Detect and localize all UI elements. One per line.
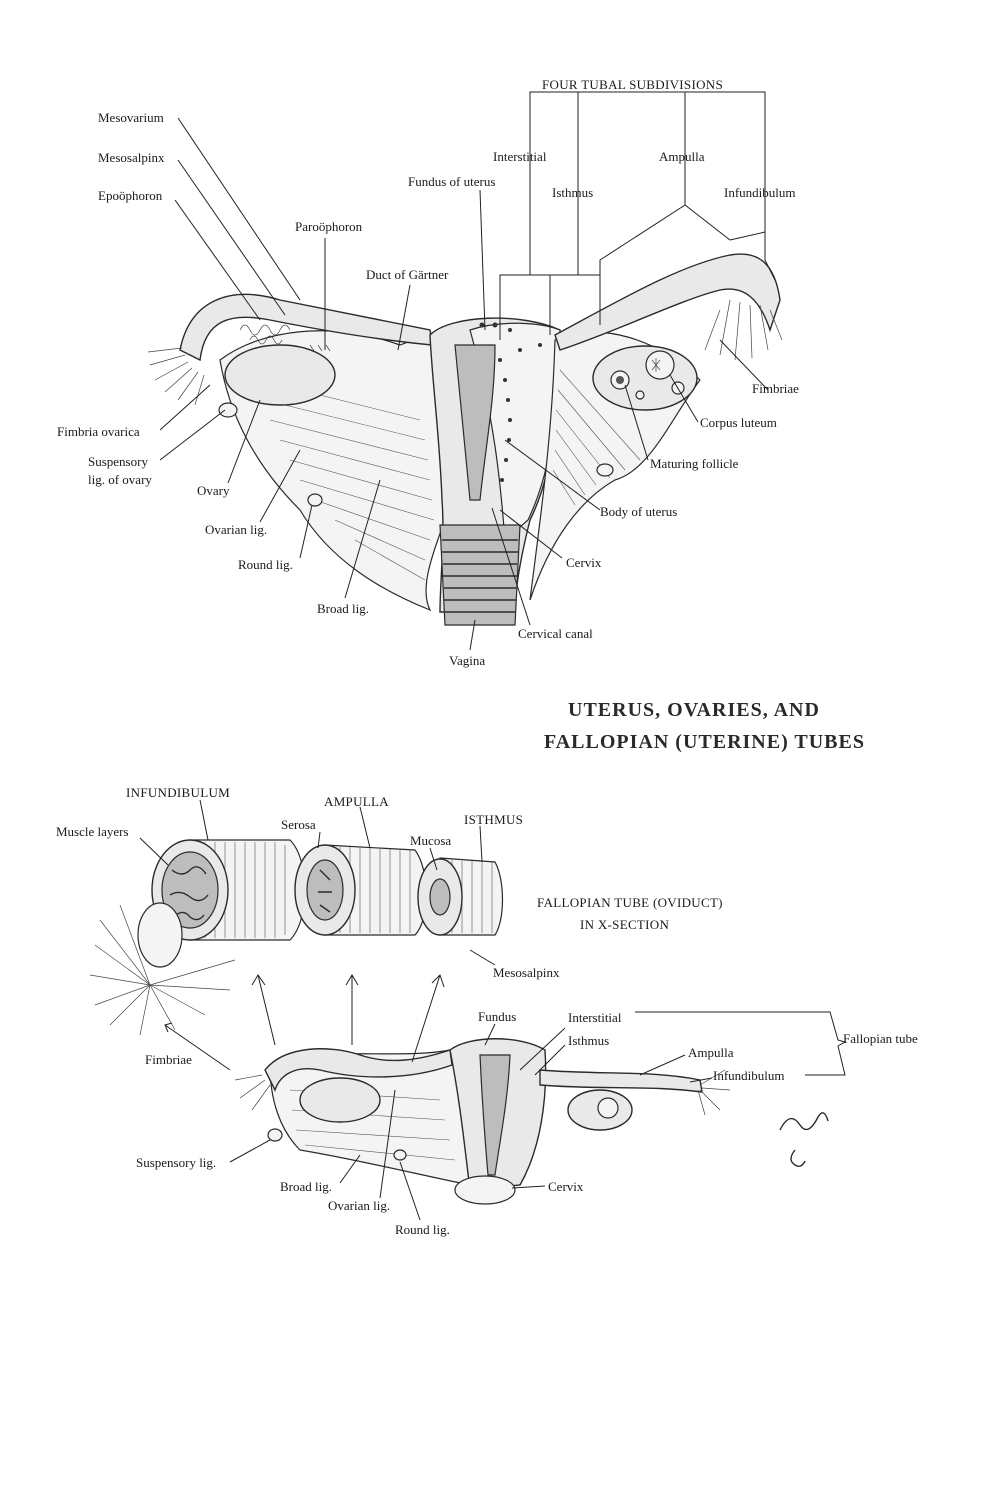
tube-cross-sections bbox=[89, 839, 504, 1036]
bottom-overview: INFUNDIBULUM AMPULLA ISTHMUS Muscle laye… bbox=[56, 785, 918, 1237]
right-ovary bbox=[592, 345, 698, 411]
serosa-label: Serosa bbox=[281, 817, 316, 832]
isthmus-mucosa bbox=[429, 878, 451, 916]
body-of-uterus-label: Body of uterus bbox=[600, 504, 677, 519]
fundus-of-uterus-label: Fundus of uterus bbox=[408, 174, 495, 189]
isthmus-label: Isthmus bbox=[552, 185, 593, 200]
mesosalpinx-bottom-label: Mesosalpinx bbox=[493, 965, 560, 980]
vagina-label: Vagina bbox=[449, 653, 485, 668]
right-tube bbox=[554, 253, 781, 351]
fallopian-tube-label: Fallopian tube bbox=[843, 1031, 918, 1046]
broad-lig-label: Broad lig. bbox=[317, 601, 369, 616]
fundus-label: Fundus bbox=[478, 1009, 516, 1024]
fimbriae-label: Fimbriae bbox=[752, 381, 799, 396]
left-fimbriae bbox=[147, 347, 205, 406]
left-tube bbox=[179, 293, 433, 362]
fallopian-tube-bracket bbox=[635, 1011, 847, 1076]
vaginal-rugae bbox=[442, 539, 518, 613]
cervical-canal-label: Cervical canal bbox=[518, 626, 593, 641]
section-arrows bbox=[164, 974, 445, 1071]
isthmus-bottom-label: Isthmus bbox=[568, 1033, 609, 1048]
ovary-label: Ovary bbox=[197, 483, 230, 498]
duct-of-gartner-label: Duct of Gärtner bbox=[366, 267, 449, 282]
ampulla-bottom-label: Ampulla bbox=[688, 1045, 734, 1060]
mesosalpinx-label: Mesosalpinx bbox=[98, 150, 165, 165]
round-lig-cut bbox=[307, 493, 323, 507]
epoophoron-label: Epoöphoron bbox=[98, 188, 163, 203]
plate-title-line2: FALLOPIAN (UTERINE) TUBES bbox=[544, 731, 865, 753]
corpus-luteum-label: Corpus luteum bbox=[700, 415, 777, 430]
mucosa-label: Mucosa bbox=[410, 833, 451, 848]
epoophoron-tubules bbox=[239, 324, 331, 352]
ovarian-lig-label: Ovarian lig. bbox=[205, 522, 267, 537]
subdivision-brackets bbox=[499, 91, 776, 340]
fimbria-ovarica-label: Fimbria ovarica bbox=[57, 424, 140, 439]
fimbriae-bottom-label: Fimbriae bbox=[145, 1052, 192, 1067]
corpus-luteum bbox=[645, 350, 675, 380]
cross-section-fimbriae bbox=[89, 904, 236, 1036]
top-leader-lines bbox=[159, 117, 769, 651]
ampulla-label: Ampulla bbox=[659, 149, 705, 164]
round-lig-label: Round lig. bbox=[238, 557, 293, 572]
ampulla-mucosa bbox=[306, 859, 344, 921]
suspensory-lig-label-1: Suspensory bbox=[88, 454, 148, 469]
overview-right-tube bbox=[539, 1069, 703, 1093]
infundibulum-bottom-label: Infundibulum bbox=[713, 1068, 785, 1083]
cervix-bottom-label: Cervix bbox=[548, 1179, 584, 1194]
four-tubal-subdivisions-label: FOUR TUBAL SUBDIVISIONS bbox=[542, 77, 723, 92]
suspensory-lig-bottom-label: Suspensory lig. bbox=[136, 1155, 216, 1170]
artist-signature bbox=[779, 1112, 829, 1168]
ovarian-lig-bottom-label: Ovarian lig. bbox=[328, 1198, 390, 1213]
ampulla-heading: AMPULLA bbox=[324, 794, 389, 809]
plate-title-line1: UTERUS, OVARIES, AND bbox=[568, 699, 820, 721]
broad-lig-bottom-label: Broad lig. bbox=[280, 1179, 332, 1194]
xsection-caption-line2: IN X-SECTION bbox=[580, 917, 669, 932]
right-fimbriae bbox=[704, 299, 783, 361]
left-ovary bbox=[224, 344, 336, 406]
round-lig-bottom-label: Round lig. bbox=[395, 1222, 450, 1237]
xsection-caption-line1: FALLOPIAN TUBE (OVIDUCT) bbox=[537, 895, 723, 910]
maturing-follicle-label: Maturing follicle bbox=[650, 456, 739, 471]
cervix-label: Cervix bbox=[566, 555, 602, 570]
top-illustration: FOUR TUBAL SUBDIVISIONS Interstitial Ist… bbox=[57, 77, 799, 668]
infundibulum-heading: INFUNDIBULUM bbox=[126, 785, 230, 800]
muscle-layers-label: Muscle layers bbox=[56, 824, 129, 839]
suspensory-lig-label-2: lig. of ovary bbox=[88, 472, 152, 487]
interstitial-bottom-label: Interstitial bbox=[568, 1010, 622, 1025]
interstitial-label: Interstitial bbox=[493, 149, 547, 164]
paroophoron-label: Paroöphoron bbox=[295, 219, 363, 234]
infundibulum-label: Infundibulum bbox=[724, 185, 796, 200]
isthmus-heading: ISTHMUS bbox=[464, 812, 523, 827]
mesovarium-label: Mesovarium bbox=[98, 110, 164, 125]
endometrial-glands bbox=[479, 322, 542, 482]
bottom-leader-lines bbox=[139, 799, 713, 1221]
uterine-cavity bbox=[454, 344, 496, 501]
suspensory-lig-cut bbox=[218, 402, 238, 418]
